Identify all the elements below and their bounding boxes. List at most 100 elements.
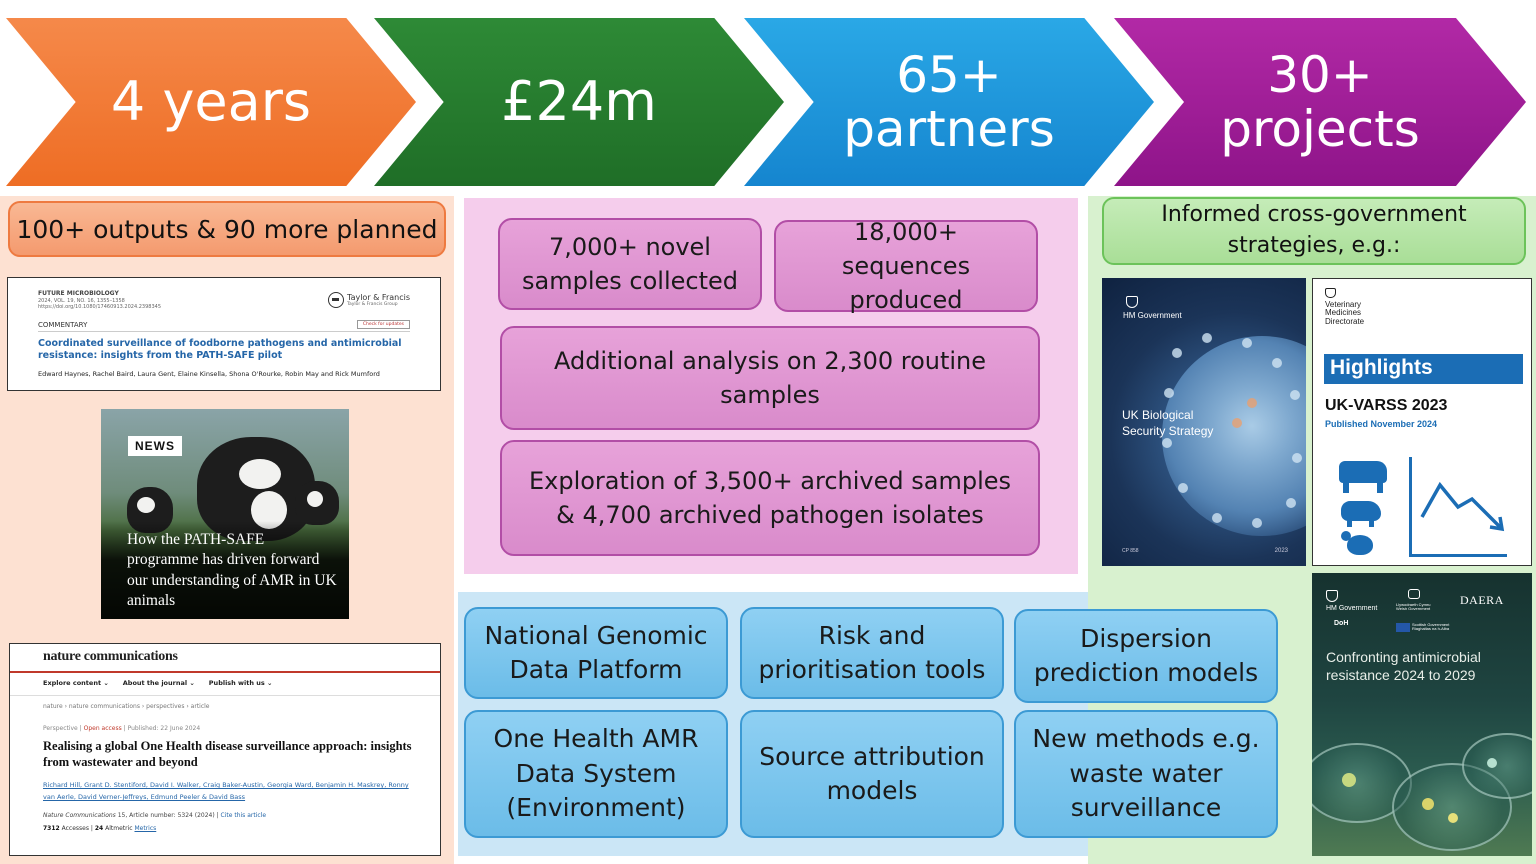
published-date: Published: 22 June 2024 xyxy=(127,725,201,732)
metrics-link[interactable]: Metrics xyxy=(134,824,157,832)
spike xyxy=(1212,513,1222,523)
citation-line: Nature Communications 15, Article number… xyxy=(43,811,267,819)
spike xyxy=(1162,438,1172,448)
cow-small-right-patch xyxy=(307,491,323,507)
cow-icon-leg xyxy=(1377,481,1383,493)
cite-link[interactable]: Cite this article xyxy=(220,811,267,819)
news-tag: NEWS xyxy=(128,436,182,456)
exploration-box: Exploration of 3,500+ archived samples &… xyxy=(500,440,1040,556)
trend-line-icon xyxy=(1420,481,1505,532)
spike xyxy=(1164,388,1174,398)
amr-scottish-gov: Scottish Government Riaghaltas na h-Alba xyxy=(1412,622,1450,632)
pig-icon-leg xyxy=(1369,519,1374,527)
uk-varss-cover[interactable]: Veterinary Medicines Directorate Highlig… xyxy=(1312,278,1532,566)
cow-icon-leg xyxy=(1343,481,1349,493)
chicken-icon xyxy=(1347,535,1373,555)
spike xyxy=(1232,418,1242,428)
paper2-title: Realising a global One Health disease su… xyxy=(43,739,412,769)
pig-icon xyxy=(1341,501,1381,521)
nav-explore-content[interactable]: Explore content ⌄ xyxy=(43,679,109,687)
cow-small-left-patch xyxy=(137,497,155,513)
nav-about-journal[interactable]: About the journal ⌄ xyxy=(122,679,195,687)
spike xyxy=(1172,348,1182,358)
chevron-projects: 30+ projects xyxy=(1114,18,1526,186)
chevron-partners-number: 65+ xyxy=(896,46,1002,104)
royal-crest-icon xyxy=(1325,288,1336,298)
open-access-badge: Open access xyxy=(83,725,122,732)
chevron-partners: 65+ partners xyxy=(744,18,1154,186)
article-type: Perspective xyxy=(43,725,78,732)
nav-publish[interactable]: Publish with us ⌄ xyxy=(208,679,273,687)
article-stats: 7312 Accesses | 24 Altmetric Metrics xyxy=(43,824,157,832)
accesses-count: 7312 xyxy=(43,824,60,832)
altmetric-count: 24 xyxy=(94,824,104,832)
brand-bar xyxy=(10,671,440,673)
pig-icon-leg xyxy=(1347,519,1352,527)
trend-chart-icon xyxy=(1409,457,1507,557)
welsh-dragon-icon xyxy=(1408,589,1420,599)
paper2-authors[interactable]: Richard Hill, Grant D. Stentiford, David… xyxy=(43,781,409,802)
uk-biosecurity-strategy-cover[interactable]: HM Government UK Biological Security Str… xyxy=(1102,278,1306,566)
paper1-journal: FUTURE MICROBIOLOGY xyxy=(38,290,119,297)
spike xyxy=(1292,453,1302,463)
colony xyxy=(1487,758,1497,768)
spike xyxy=(1178,483,1188,493)
paper1-authors: Edward Haynes, Rachel Baird, Laura Gent,… xyxy=(38,370,380,379)
chevron-years: 4 years xyxy=(6,18,416,186)
citation-text: 15, Article number: 5324 (2024) xyxy=(115,811,215,819)
nature-brand: nature communications xyxy=(43,649,178,664)
dispersion-models-box: Dispersion prediction models xyxy=(1014,609,1278,703)
spike xyxy=(1247,398,1257,408)
publisher-sub: Taylor & Francis Group xyxy=(347,302,398,307)
new-methods-box: New methods e.g. waste water surveillanc… xyxy=(1014,710,1278,838)
nature-communications-paper[interactable]: nature communications Explore content ⌄ … xyxy=(9,643,441,856)
chevron-funding: £24m xyxy=(374,18,784,186)
spike xyxy=(1286,498,1296,508)
news-card[interactable]: NEWS How the PATH-SAFE programme has dri… xyxy=(101,409,349,619)
chevron-partners-label: partners xyxy=(843,100,1055,158)
cow-icon xyxy=(1339,461,1387,483)
paper1-doi: https://doi.org/10.1080/17460913.2024.23… xyxy=(38,304,162,311)
publisher-name: Taylor & Francis xyxy=(347,293,410,302)
journal-nav: Explore content ⌄ About the journal ⌄ Pu… xyxy=(10,673,440,687)
amr-welsh-gov: Llywodraeth Cymru Welsh Government xyxy=(1396,602,1431,612)
publisher-logo: Taylor & Francis Taylor & Francis Group xyxy=(328,292,410,308)
source-attribution-box: Source attribution models xyxy=(740,710,1004,838)
samples-box: 7,000+ novel samples collected xyxy=(498,218,762,310)
colony xyxy=(1422,798,1434,810)
future-microbiology-paper[interactable]: FUTURE MICROBIOLOGY 2024, VOL. 19, NO. 1… xyxy=(7,277,441,391)
sequences-box: 18,000+ sequences produced xyxy=(774,218,1038,314)
chevron-years-text: 4 years xyxy=(110,69,312,133)
news-headline: How the PATH-SAFE programme has driven f… xyxy=(127,531,337,610)
varss-title: UK-VARSS 2023 xyxy=(1325,397,1448,414)
vmd-org-name: Veterinary Medicines Directorate xyxy=(1325,300,1365,326)
article-meta: Perspective | Open access | Published: 2… xyxy=(43,725,201,732)
paper1-type: COMMENTARY xyxy=(38,321,88,329)
outputs-label: 100+ outputs & 90 more planned xyxy=(8,201,446,257)
amr-daera: DAERA xyxy=(1460,593,1504,607)
spike xyxy=(1272,358,1282,368)
spike xyxy=(1252,518,1262,528)
uk-cp-number: CP 858 xyxy=(1122,548,1139,554)
divider xyxy=(38,331,410,332)
accesses-label: Accesses xyxy=(61,824,89,832)
chevron-funding-text: £24m xyxy=(501,69,657,133)
petri-dish xyxy=(1462,733,1532,799)
amr-title: Confronting antimicrobial resistance 202… xyxy=(1326,649,1481,683)
analysis-box: Additional analysis on 2,300 routine sam… xyxy=(500,326,1040,430)
breadcrumb: nature › nature communications › perspec… xyxy=(43,703,210,710)
confronting-amr-cover[interactable]: HM Government Llywodraeth Cymru Welsh Go… xyxy=(1312,573,1532,856)
amr-doh: DoH xyxy=(1334,620,1349,627)
genomic-data-platform-box: National Genomic Data Platform xyxy=(464,607,728,699)
altmetric-label: Altmetric xyxy=(105,824,133,832)
spike xyxy=(1242,338,1252,348)
spike xyxy=(1290,390,1300,400)
news-overlay xyxy=(101,521,349,619)
taylor-francis-icon xyxy=(328,292,344,308)
strategies-label: Informed cross-government strategies, e.… xyxy=(1102,197,1526,265)
chicken-icon-head xyxy=(1341,531,1351,541)
uk-gov-label: HM Government xyxy=(1123,311,1182,320)
paper1-volume: 2024, VOL. 19, NO. 16, 1355–1358 xyxy=(38,297,125,304)
journal-name: Nature Communications xyxy=(43,811,116,819)
amr-data-system-box: One Health AMR Data System (Environment) xyxy=(464,710,728,838)
